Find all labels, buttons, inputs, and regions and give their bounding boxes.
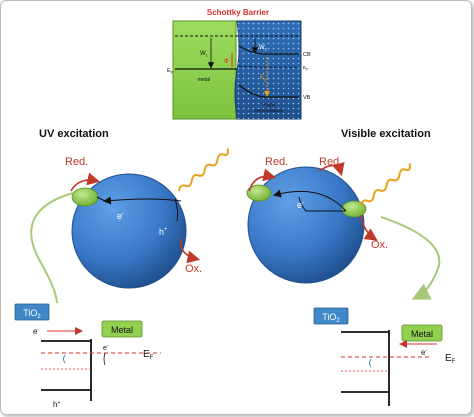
visible-ox-arrow xyxy=(360,214,378,241)
visible-electron-label: e- xyxy=(297,200,304,210)
uv-hole-label: h+ xyxy=(159,227,168,237)
eg-label: Eg xyxy=(260,75,266,82)
visible-sphere xyxy=(247,166,365,284)
left-wave xyxy=(63,354,66,364)
semi-label-1: n-type xyxy=(263,102,276,107)
schottky-title: Schottky Barrier xyxy=(207,8,269,17)
semi-fermi-level xyxy=(238,65,299,68)
ef-right-label: EF xyxy=(303,65,308,72)
left-e-small: e- xyxy=(103,343,109,352)
uv-ox-arrow xyxy=(180,238,201,264)
uv-photon xyxy=(178,148,229,192)
uv-sphere xyxy=(71,173,187,289)
vb-label: VB xyxy=(303,95,311,101)
visible-ox-label: Ox. xyxy=(371,239,388,251)
visible-red-arrow-left xyxy=(248,168,277,192)
right-ef-label: EF xyxy=(445,353,456,365)
visible-photon xyxy=(360,163,411,207)
left-e-small-arrow xyxy=(103,352,106,366)
visible-excitation-panel: Visible excitation e- Red. Red. Ox. xyxy=(246,128,441,300)
metal-block xyxy=(172,20,237,120)
uv-electron-tail xyxy=(96,196,106,202)
semi-label-2: semiconductor xyxy=(254,108,284,113)
right-metal-label: Metal xyxy=(411,329,433,339)
visible-metal-right xyxy=(341,200,367,218)
visible-electron-path-2 xyxy=(298,196,346,212)
left-metal-box xyxy=(101,320,143,338)
cb-label: CB xyxy=(303,52,311,58)
left-tio2-label: TiO2 xyxy=(23,308,41,320)
left-e-arrow-label: e- xyxy=(33,327,39,336)
visible-red-label-right: Red. xyxy=(319,156,342,168)
semiconductor-dots xyxy=(235,21,301,119)
visible-title: Visible excitation xyxy=(341,128,431,140)
w2-label: W2 xyxy=(259,45,268,52)
ef-label: EF xyxy=(167,68,174,75)
right-tio2-label: TiO2 xyxy=(322,312,340,324)
uv-ox-label: Ox. xyxy=(185,263,202,275)
visible-red-label-left: Red. xyxy=(265,156,288,168)
left-metal-label: Metal xyxy=(111,325,133,335)
left-tio2-box xyxy=(14,303,50,321)
uv-excitation-panel: UV excitation e- h+ Red. Ox. xyxy=(30,128,229,304)
w1-label: W1 xyxy=(200,51,209,58)
uv-metal-particle xyxy=(71,187,99,207)
right-wave xyxy=(369,358,372,368)
right-tio2-box xyxy=(313,307,349,325)
left-hole-label: h+ xyxy=(53,400,60,409)
uv-red-label: Red. xyxy=(65,156,88,168)
uv-electron-label: e- xyxy=(117,211,124,221)
uv-zoom-curve xyxy=(30,192,74,304)
uv-title: UV excitation xyxy=(39,128,109,140)
visible-red-arrow-right xyxy=(318,162,345,177)
barrier-mark: Φ xyxy=(224,59,229,65)
right-e-arrow-label: e- xyxy=(421,348,427,357)
visible-electron-path xyxy=(273,189,347,212)
visible-zoom-curve xyxy=(380,216,441,300)
right-metal-box xyxy=(401,324,443,342)
schottky-panel: Schottky Barrier EF W1 Φ W2 Eg CB EF VB … xyxy=(167,8,311,120)
right-band-diagram: TiO2 Metal e- EF xyxy=(313,307,456,406)
left-ef-label: EF xyxy=(143,349,154,361)
uv-red-arrow xyxy=(70,172,101,192)
visible-metal-left xyxy=(246,184,272,202)
uv-excite-arrow xyxy=(174,198,179,222)
metal-label: metal xyxy=(198,77,210,83)
valence-band xyxy=(238,84,299,98)
left-band-diagram: TiO2 Metal e- e- EF h+ xyxy=(14,303,161,409)
